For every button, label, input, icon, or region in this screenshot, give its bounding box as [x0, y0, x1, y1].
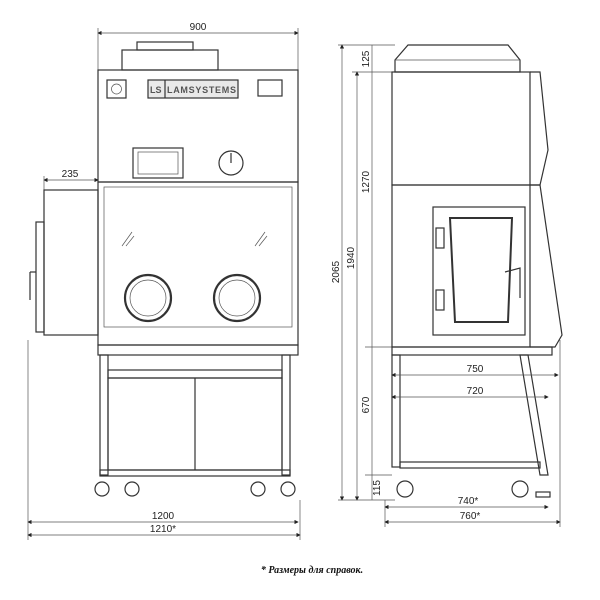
pass-box-door[interactable] — [35, 221, 45, 333]
dim-depth-inner: 720 — [467, 386, 484, 397]
pass-box — [43, 189, 99, 336]
dim-width-base: 1200 — [152, 511, 175, 522]
glove-port-right[interactable] — [212, 273, 262, 323]
filter-housing — [121, 49, 219, 71]
dim-depth-overall: 760* — [460, 511, 481, 522]
control-display[interactable] — [132, 147, 184, 179]
pass-box-door-side[interactable] — [432, 206, 526, 336]
wheel-front — [511, 480, 529, 498]
footnote: * Размеры для справок. — [261, 565, 363, 576]
front-view: 900 LS LAMSYSTEMS 235 — [27, 22, 301, 540]
work-chamber — [97, 181, 299, 346]
base-plate — [97, 344, 299, 356]
dim-depth-top: 750 — [467, 364, 484, 375]
dim-width-top: 900 — [190, 22, 207, 33]
filter-cap — [136, 41, 194, 51]
side-upper-body — [391, 71, 531, 186]
pressure-gauge — [218, 150, 244, 176]
dim-stand-height: 670 — [361, 396, 372, 413]
brand-mark: LS — [150, 85, 162, 95]
dim-total-height: 2065 — [331, 260, 342, 283]
wheel-rear — [396, 480, 414, 498]
biohazard-icon — [106, 79, 127, 99]
dim-pass-box: 235 — [62, 169, 79, 180]
side-view: 2065 1940 125 1270 670 115 750 720 7 — [331, 44, 563, 527]
dim-wheel-height: 115 — [372, 480, 383, 496]
filter-hood — [394, 44, 521, 73]
dim-depth-base: 740* — [458, 496, 479, 507]
glove-port-left[interactable] — [123, 273, 173, 323]
front-window — [103, 186, 293, 328]
front-panel-slant — [530, 184, 563, 348]
dim-height-no-filter: 1940 — [346, 246, 357, 269]
dim-filter-height: 125 — [361, 50, 372, 67]
brand-plate — [147, 79, 239, 99]
indicator-window — [257, 79, 283, 97]
dim-body-height: 1270 — [361, 170, 372, 193]
dim-width-overall: 1210* — [150, 524, 176, 535]
door-handle[interactable] — [504, 267, 521, 298]
wheels — [94, 481, 296, 497]
brand-name: LAMSYSTEMS — [167, 85, 236, 95]
